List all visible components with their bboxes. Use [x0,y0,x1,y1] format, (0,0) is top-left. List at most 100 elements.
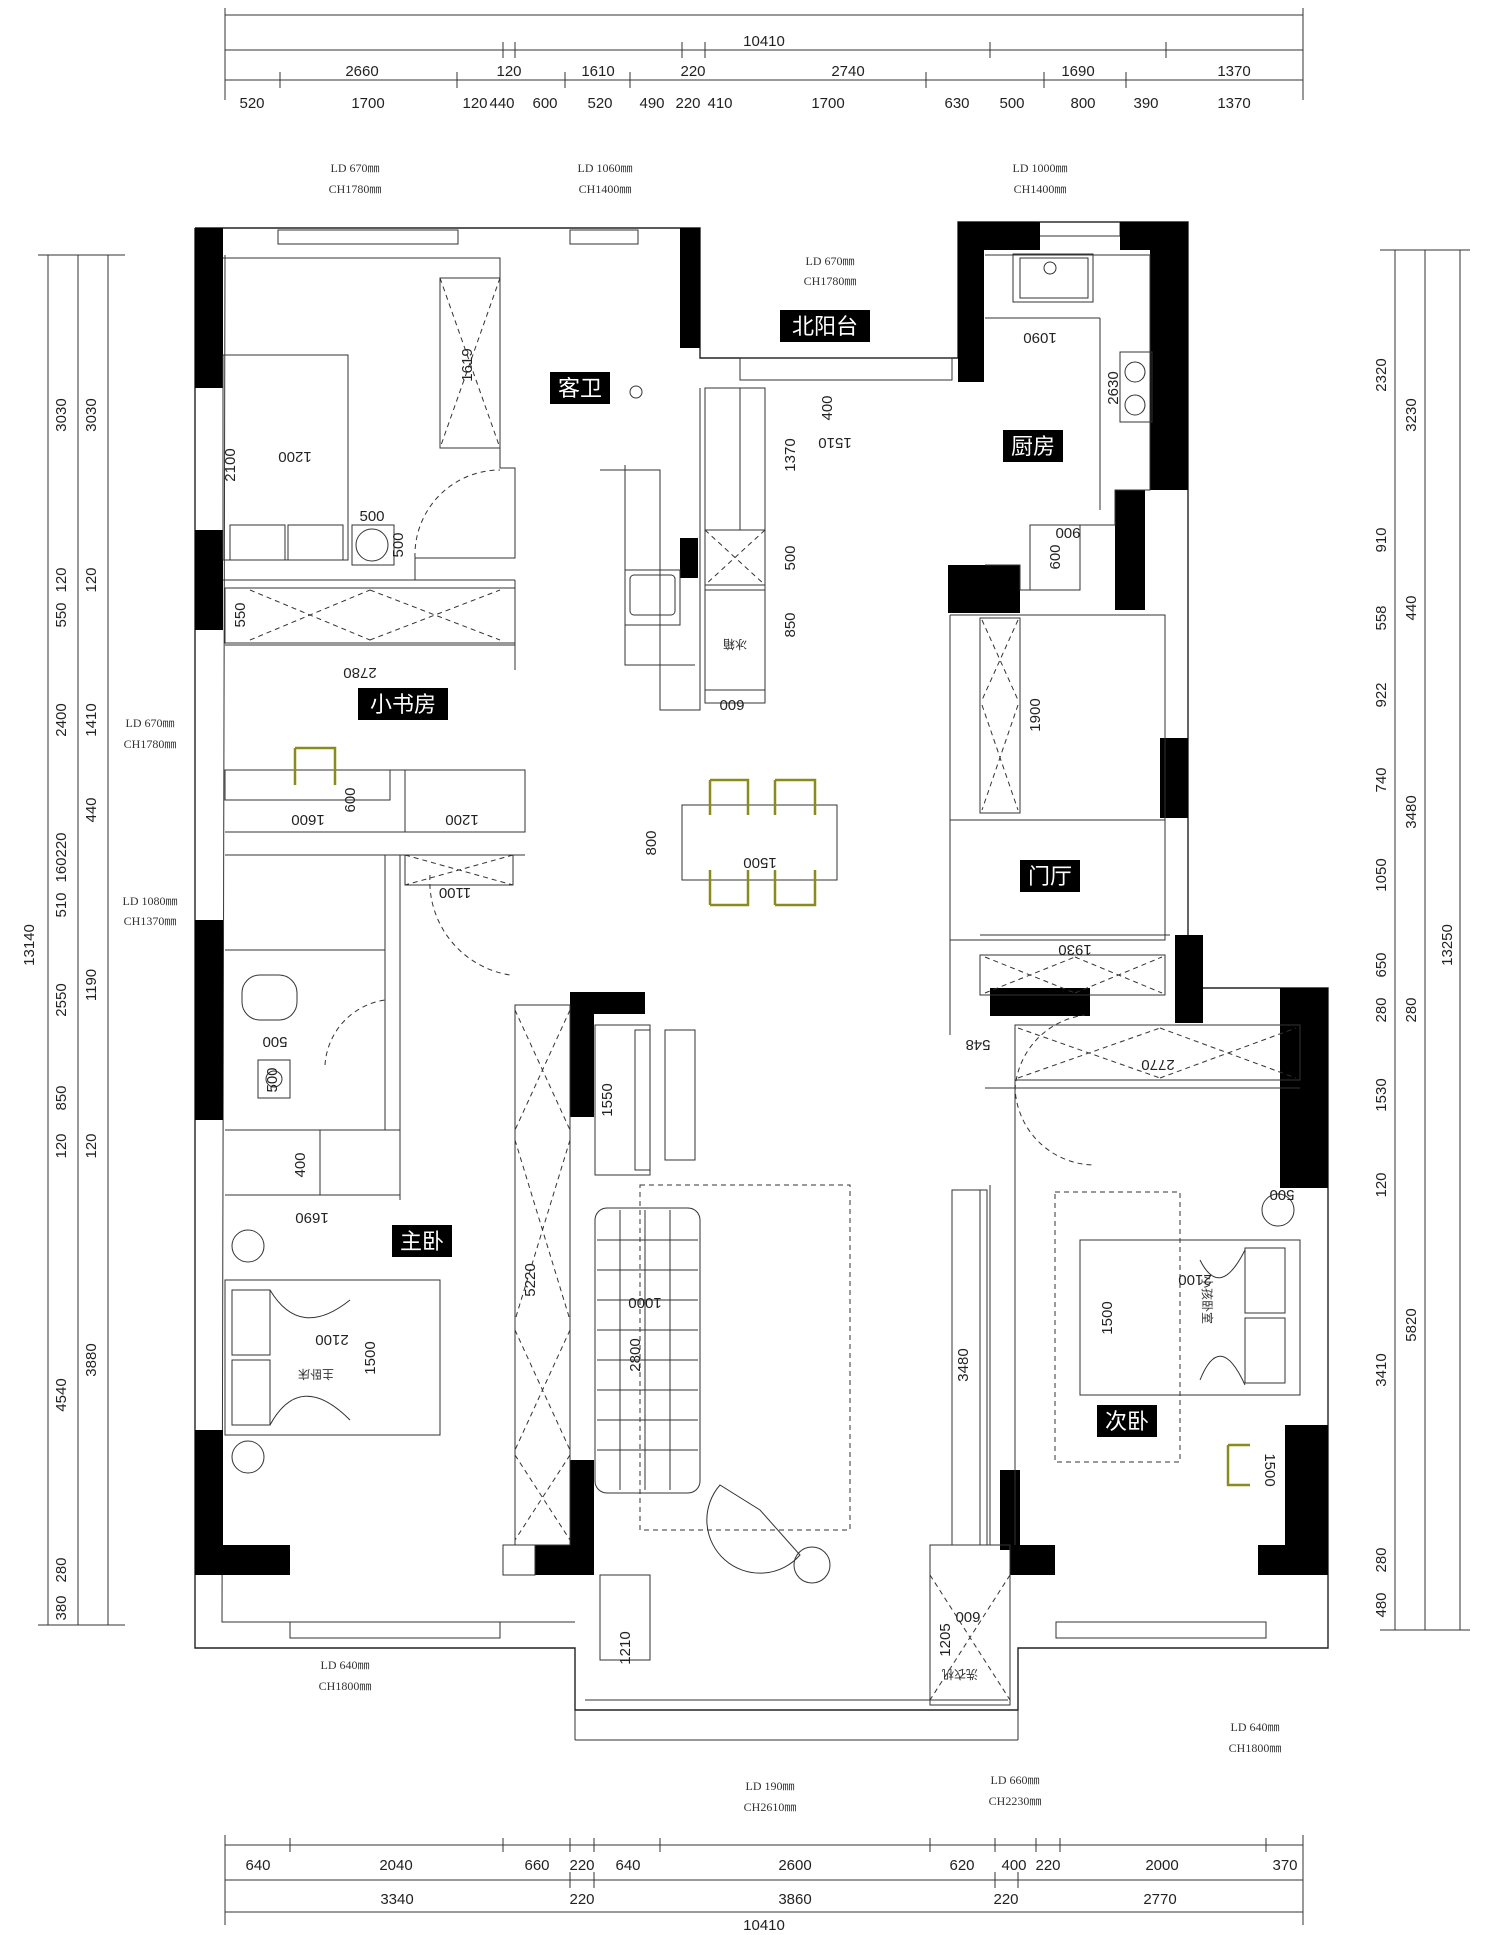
guest-basin [624,569,681,626]
dim-1690: 1690 [295,1209,328,1226]
bottom-row2-1: 3340 [380,1891,413,1908]
left-outer-10: 120 [53,1133,70,1158]
bottom-row3-11: 370 [1272,1857,1297,1874]
bottom-row2-3: 3860 [778,1891,811,1908]
room-master: 主卧 [400,1229,444,1254]
nightstand-lamp-1 [231,1229,265,1263]
note-10a: CH2230㎜ [989,1794,1042,1808]
left-outer-5: 220 [53,832,70,857]
dim-1930: 1930 [1058,941,1091,958]
left-outer-3: 550 [53,602,70,627]
study-chair [293,746,337,785]
dim-1600: 1600 [291,811,324,828]
second-chair [1226,1443,1250,1487]
dim-1000: 1000 [628,1294,661,1311]
right-outer-4: 922 [1373,682,1390,707]
right-inner-5: 5820 [1403,1308,1420,1341]
dim-1090: 1090 [1023,329,1056,346]
room-north-balcony: 北阳台 [792,314,858,339]
right-dimensions: 2320 910 558 922 740 1050 650 280 1530 1… [1373,249,1470,1631]
right-inner-3: 3480 [1403,795,1420,828]
left-inner-7: 3880 [83,1343,100,1376]
bottom-row3-1: 640 [245,1857,270,1874]
top-row3-12: 500 [999,95,1024,112]
right-outer-13: 480 [1373,1592,1390,1617]
right-outer-11: 3410 [1373,1353,1390,1386]
bottom-row3-10: 2000 [1145,1857,1178,1874]
note-5b: LD 670㎜ [126,716,175,730]
rug [639,1184,851,1531]
wall-blocks [195,222,1328,1575]
top-row3-5: 600 [532,95,557,112]
stove-burner-icon [1124,361,1146,383]
door-swings [324,469,1096,1166]
left-outer-11: 4540 [53,1378,70,1411]
right-inner-2: 440 [1403,595,1420,620]
note-3b: LD 1000㎜ [1013,161,1068,175]
dim-900: 900 [1055,524,1080,541]
top-row3-15: 1370 [1217,95,1250,112]
room-second: 次卧 [1105,1409,1149,1434]
left-total: 13140 [21,924,38,966]
stove-burner-icon-2 [1124,394,1146,416]
note-8a: CH1800㎜ [1229,1741,1282,1755]
dim-1500b: 1500 [743,854,776,871]
nightstand-lamp-2 [231,1440,265,1474]
dim-500a: 500 [359,508,384,525]
top-row3-11: 630 [944,95,969,112]
right-outer-8: 280 [1373,997,1390,1022]
bottom-total: 10410 [743,1917,785,1934]
right-outer-5: 740 [1373,767,1390,792]
dim-600a: 600 [342,787,359,812]
top-row2-7: 1370 [1217,63,1250,80]
interior-lines [223,253,1301,1706]
dim-1500a: 1500 [362,1341,379,1374]
dim-500e: 500 [782,545,799,570]
left-outer-4: 2400 [53,703,70,736]
left-outer-12: 280 [53,1557,70,1582]
note-2b: LD 1060㎜ [578,161,633,175]
room-foyer: 门厅 [1028,864,1072,889]
dim-1510: 1510 [818,434,851,451]
bottom-dimensions: 640 2040 660 220 640 2600 620 400 220 20… [224,1835,1304,1934]
right-outer-1: 2320 [1373,358,1390,391]
right-outer-6: 1050 [1373,858,1390,891]
dim-1205: 1205 [937,1623,954,1656]
room-labels: 客卫 北阳台 厨房 小书房 门厅 主卧 次卧 [358,310,1157,1437]
bottom-row3-8: 400 [1001,1857,1026,1874]
left-inner-2: 120 [83,567,100,592]
left-outer-8: 2550 [53,983,70,1016]
left-outer-2: 120 [53,567,70,592]
dim-600b: 600 [719,696,744,713]
right-outer-12: 280 [1373,1547,1390,1572]
kitchen-sink [1019,257,1089,299]
dim-2100b: 2100 [315,1331,348,1348]
note-1b: LD 670㎜ [331,161,380,175]
top-row3-1: 520 [239,95,264,112]
floor-drain-icon [629,385,643,399]
room-guest-bath: 客卫 [558,376,602,401]
dim-1200a: 1200 [278,448,311,465]
top-row2-1: 2660 [345,63,378,80]
dining-chair-3 [708,870,750,907]
master-basin [257,1059,291,1099]
dim-1210: 1210 [617,1631,634,1664]
dining-chair-1 [708,778,750,815]
top-row3-9: 410 [707,95,732,112]
side-table [793,1546,831,1584]
sofa [594,1207,701,1494]
dim-400a: 400 [292,1152,309,1177]
left-outer-6: 160 [53,857,70,882]
left-inner-5: 1190 [83,969,100,1001]
bottom-row3-3: 660 [524,1857,549,1874]
top-row3-8: 220 [675,95,700,112]
top-row2-5: 2740 [831,63,864,80]
master-bed-label: 主卧床 [298,1367,334,1381]
piano-bench [664,1029,696,1161]
dim-500c: 500 [262,1033,287,1050]
note-7a: CH1800㎜ [319,1679,372,1693]
top-row2-6: 1690 [1061,63,1094,80]
top-row3-14: 390 [1133,95,1158,112]
dim-2800: 2800 [627,1338,644,1371]
